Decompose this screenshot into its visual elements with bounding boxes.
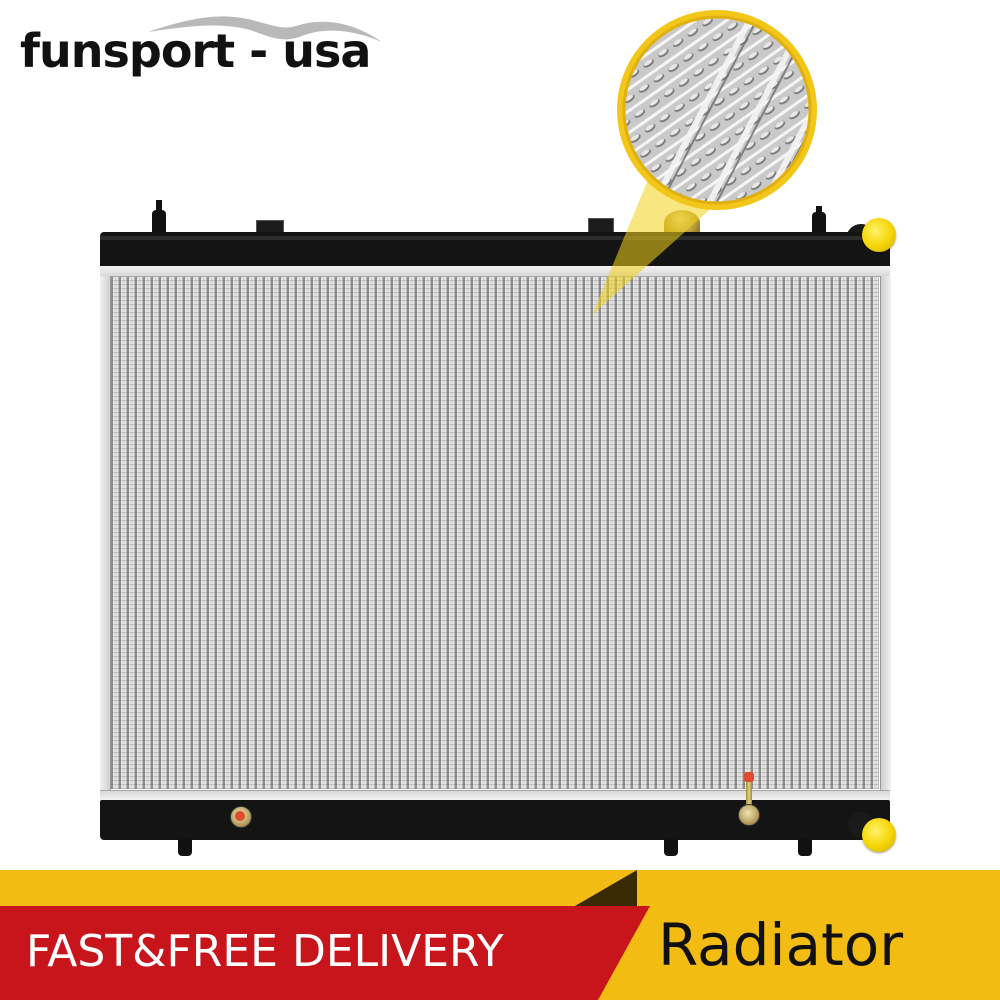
bottom-tank (100, 800, 890, 840)
radiator-fins (111, 277, 879, 789)
inlet-cap (862, 218, 896, 252)
delivery-label: FAST&FREE DELIVERY (26, 926, 504, 977)
drain-plug-left (235, 811, 245, 821)
magnifier-callout-icon (592, 10, 817, 315)
top-mount-post-right (812, 212, 826, 236)
top-header-plate (100, 266, 890, 277)
top-mount-post-left-tip (156, 200, 162, 212)
top-mount-post-left (152, 210, 166, 236)
sensor-tip (744, 772, 754, 782)
drain-fitting-right (738, 804, 760, 826)
side-support-right (880, 276, 891, 790)
outlet-cap (862, 818, 896, 852)
top-mount-post-right-tip (816, 206, 822, 216)
bottom-foot-left (178, 838, 192, 856)
magnifier-pointer (592, 175, 715, 315)
brand-logo: funsport - usa (20, 8, 400, 92)
top-tank-highlight (100, 236, 890, 240)
bottom-foot-center (664, 838, 678, 856)
radiator-illustration (100, 200, 896, 856)
brand-logo-text: funsport - usa (20, 24, 371, 78)
promo-banner: FAST&FREE DELIVERY Radiator (0, 870, 1000, 1000)
brand-swoosh-icon (148, 16, 382, 42)
side-support-left (100, 276, 111, 790)
radiator-core (111, 277, 879, 789)
sensor-tube (746, 778, 752, 808)
banner-red-band (0, 906, 650, 1000)
product-name: Radiator (658, 911, 904, 979)
bottom-foot-right (798, 838, 812, 856)
bottom-header-plate (100, 790, 890, 801)
